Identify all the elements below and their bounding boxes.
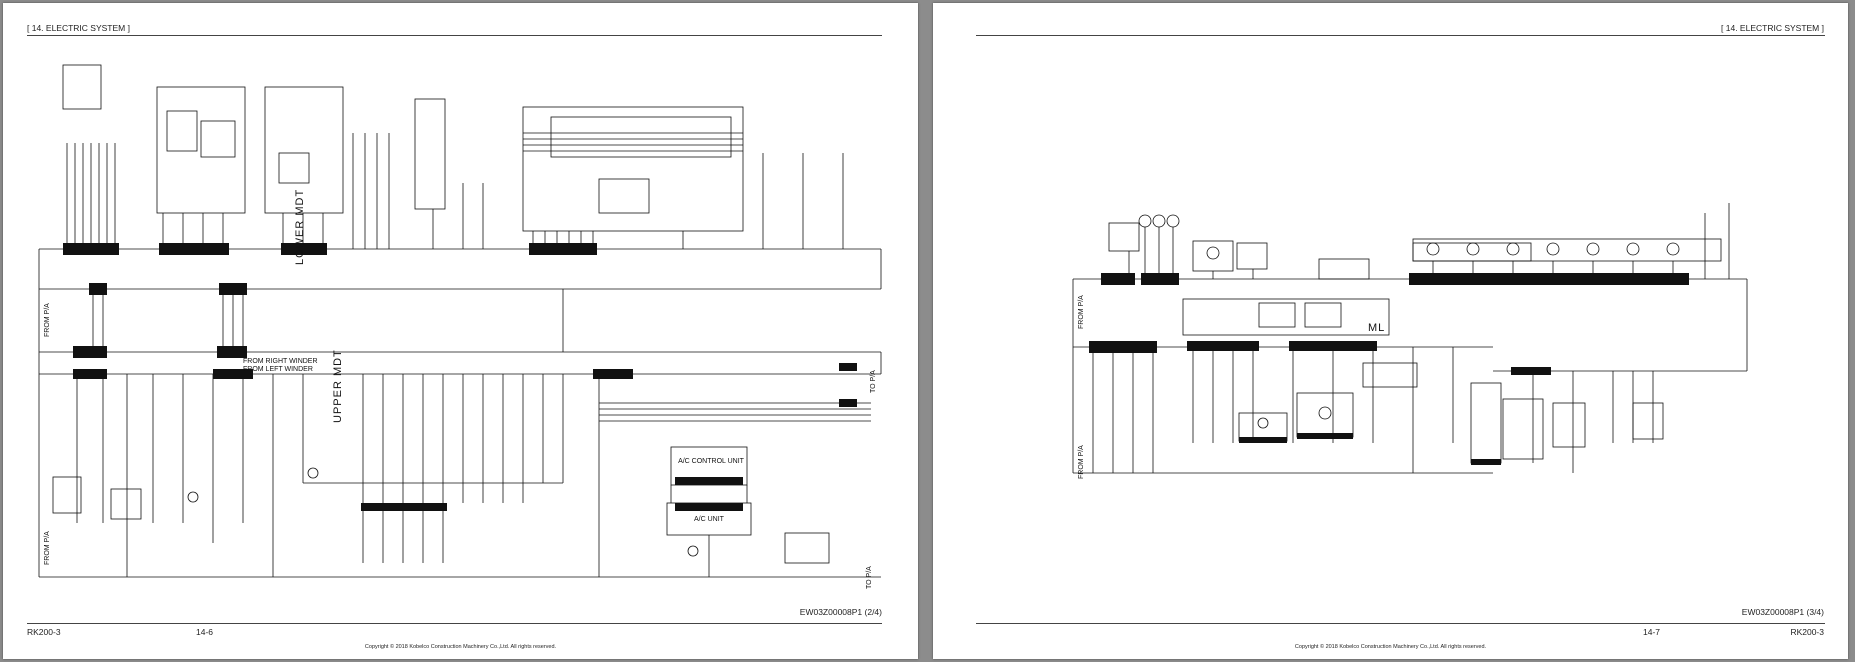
section-header: [ 14. ELECTRIC SYSTEM ] bbox=[1721, 23, 1824, 33]
page-14-7: [ 14. ELECTRIC SYSTEM ] bbox=[933, 3, 1848, 659]
copyright-notice: Copyright © 2018 Kobelco Construction Ma… bbox=[1294, 644, 1487, 650]
footer-rule bbox=[27, 623, 882, 624]
from-left-winder-label: FROM LEFT WINDER bbox=[243, 366, 313, 373]
page-number: 14-7 bbox=[1643, 627, 1661, 637]
lower-mdt-label: LOWER MDT bbox=[294, 189, 306, 265]
drawing-number: EW03Z00008P1 (2/4) bbox=[799, 607, 882, 617]
header-rule bbox=[976, 35, 1825, 36]
footer-rule bbox=[976, 623, 1825, 624]
drawing-number: EW03Z00008P1 (3/4) bbox=[1741, 607, 1824, 617]
from-right-winder-label: FROM RIGHT WINDER bbox=[243, 358, 318, 365]
from-pa-label-2: FROM P/A bbox=[44, 531, 51, 565]
copyright-notice: Copyright © 2018 Kobelco Construction Ma… bbox=[364, 644, 557, 650]
ac-unit-label: A/C UNIT bbox=[694, 516, 725, 523]
page-14-6: [ 14. ELECTRIC SYSTEM ] bbox=[3, 3, 918, 659]
upper-mdt-label: UPPER MDT bbox=[332, 349, 344, 423]
ml-label: ML bbox=[1368, 322, 1385, 334]
model-name: RK200-3 bbox=[1790, 627, 1824, 637]
from-pa-label: FROM P/A bbox=[1078, 295, 1085, 329]
ac-control-unit-label: A/C CONTROL UNIT bbox=[678, 458, 745, 465]
section-header: [ 14. ELECTRIC SYSTEM ] bbox=[27, 23, 130, 33]
to-pa-label-2: TO P/A bbox=[866, 566, 873, 589]
from-pa-label-2: FROM P/A bbox=[1078, 445, 1085, 479]
wiring-diagram-right: ML FROM P/A FROM P/A bbox=[1072, 203, 1748, 479]
header-rule bbox=[27, 35, 882, 36]
from-pa-label: FROM P/A bbox=[44, 303, 51, 337]
to-pa-label: TO P/A bbox=[870, 370, 877, 393]
wiring-diagram-left: LOWER MDT UPPER MDT FROM P/A FROM P/A TO… bbox=[38, 64, 882, 589]
page-number: 14-6 bbox=[196, 627, 214, 637]
model-name: RK200-3 bbox=[27, 627, 61, 637]
